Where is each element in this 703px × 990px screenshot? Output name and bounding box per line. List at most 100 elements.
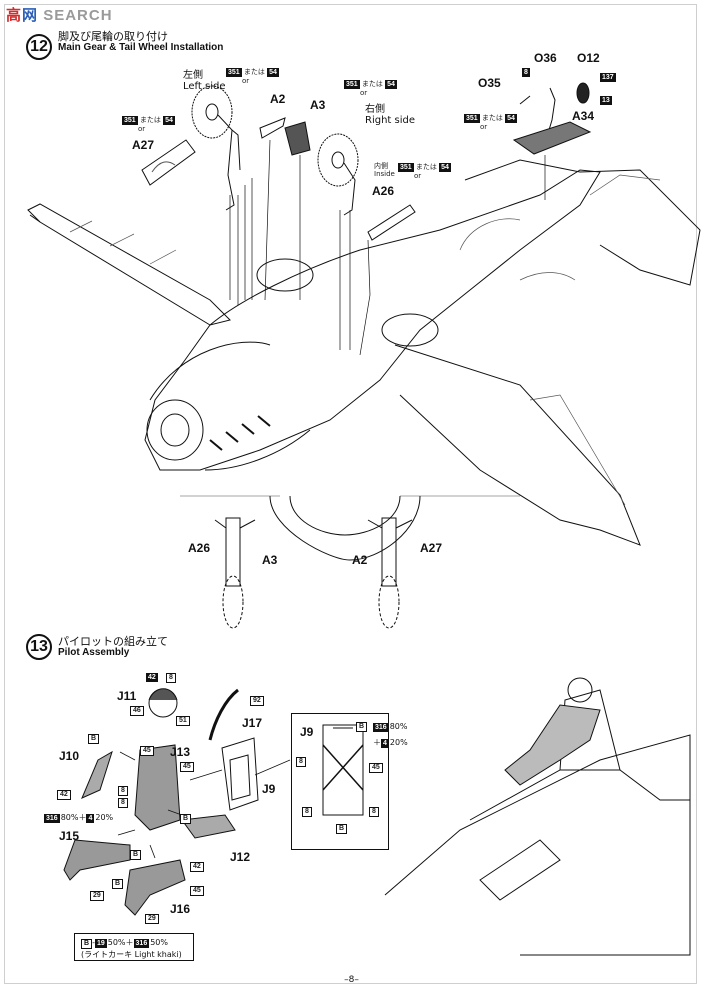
step-12-title-jp: 脚及び尾輪の取り付け [58,30,168,43]
part-label-j10: J10 [59,749,80,763]
part-a2-drawing [259,117,286,139]
paint-callout-a34: 351 または 54 or [464,114,517,131]
watermark-search: SEARCH [43,7,113,24]
left-side-label-en: Left side [183,81,226,92]
paint-callout-a2: 351 または 54 or [226,68,279,85]
detail-label-j9: J9 [300,725,314,739]
part-label-o12: O12 [577,51,600,65]
paint-or-jp: または [139,116,161,124]
detail-paint-b-bottom: B [336,824,348,834]
paint-chip-54: 54 [505,114,517,123]
paint-callout-j13-45a: 45 [140,746,154,756]
paint-plus: ＋ [125,938,134,947]
paint-chip-b: B [88,734,100,744]
paint-chip-45: 45 [180,762,194,772]
paint-plus: ＋ [373,738,381,747]
paint-chip-351: 351 [464,114,480,123]
paint-chip-8: 8 [369,807,379,817]
paint-chip-54: 54 [267,68,279,77]
paint-chip-42: 42 [57,790,71,800]
right-main-wheel [317,133,359,187]
part-label-j15: J15 [59,829,80,843]
cockpit-fuselage [384,734,691,956]
paint-chip-29: 29 [145,914,159,924]
paint-chip-8: 8 [166,673,176,683]
j9-detail-box [291,713,389,850]
paint-chip-54: 54 [163,116,175,125]
paint-or-en: or [414,172,422,180]
front-view-left-wheel [222,575,244,629]
paint-chip-b: B [112,879,124,889]
front-view-label-a2: A2 [352,553,368,567]
front-view-left-gear [225,517,241,587]
paint-chip-8: 8 [296,757,306,767]
part-a26-drawing [367,204,416,241]
paint-chip-b: B [81,939,93,949]
paint-or-jp: または [481,114,503,122]
paint-or-jp: または [243,68,265,76]
front-view-right-wheel [378,575,400,629]
part-label-j13: J13 [170,745,191,759]
fuselage-outline [144,169,601,471]
part-j12-arm [181,814,236,839]
paint-or-en: or [242,77,250,85]
paint-or-en: or [138,125,146,133]
seated-pilot-head [567,677,593,703]
part-label-a34: A34 [572,109,595,123]
inside-label-jp: 内側 [374,162,388,170]
paint-callout-j13-8b: 8 [118,798,128,808]
part-label-o35: O35 [478,76,501,90]
engine-cowling [146,399,204,461]
part-label-j12: J12 [230,850,251,864]
j9-detail-drawing [322,724,364,816]
paint-pct-80: 80% [389,722,408,731]
paint-chip-8: 8 [302,807,312,817]
paint-chip-42: 42 [190,862,204,872]
paint-or-jp: または [415,163,437,171]
light-khaki-name: (ライトカーキ Light khaki) [81,950,182,959]
paint-chip-45: 45 [140,746,154,756]
part-label-j9: J9 [262,782,276,796]
paint-chip-b: B [356,722,368,732]
paint-pct-50b: 50% [150,938,168,947]
paint-callout-o36: 8 [522,68,530,77]
page-number: –8– [344,975,359,985]
paint-chip-351: 351 [344,80,360,89]
paint-callout-j10-42: 42 [57,790,71,800]
detail-paint-8-bl: 8 [302,807,312,817]
paint-chip-8: 8 [118,798,128,808]
step-12-number: 12 [26,34,52,60]
detail-paint-b-top: B [356,722,368,732]
front-view-label-a27: A27 [420,541,443,555]
part-j17-hose [208,688,239,741]
part-label-j17: J17 [242,716,263,730]
part-j13-torso [134,744,181,831]
part-a3-drawing [284,121,311,156]
paint-chip-29: 29 [90,891,104,901]
paint-callout-j11-42: 42 [146,673,158,682]
step-12-title-en: Main Gear & Tail Wheel Installation [58,42,224,53]
paint-callout-j17-92: 92 [250,696,264,706]
paint-or-jp: または [361,80,383,88]
tail-wheel-o12 [576,82,590,104]
paint-callout-o12-137: 137 [600,73,616,82]
paint-callout-j15-b: B [130,850,142,860]
detail-paint-8-br: 8 [369,807,379,817]
paint-callout-j10-b: B [88,734,100,744]
part-j9-seatback [221,737,259,811]
part-label-a2: A2 [270,92,286,106]
paint-chip-316: 316 [44,814,60,823]
step-13-title-en: Pilot Assembly [58,647,130,658]
paint-callout-j12-b: B [180,814,192,824]
paint-callout-j13-45b: 45 [180,762,194,772]
page-border [4,4,697,984]
paint-chip-42: 42 [146,673,158,682]
inside-label-en: Inside [374,170,395,178]
paint-callout-j12-42: 42 [190,862,204,872]
part-label-a3: A3 [310,98,326,112]
paint-callout-j16-45: 45 [190,886,204,896]
part-label-j16: J16 [170,902,191,916]
